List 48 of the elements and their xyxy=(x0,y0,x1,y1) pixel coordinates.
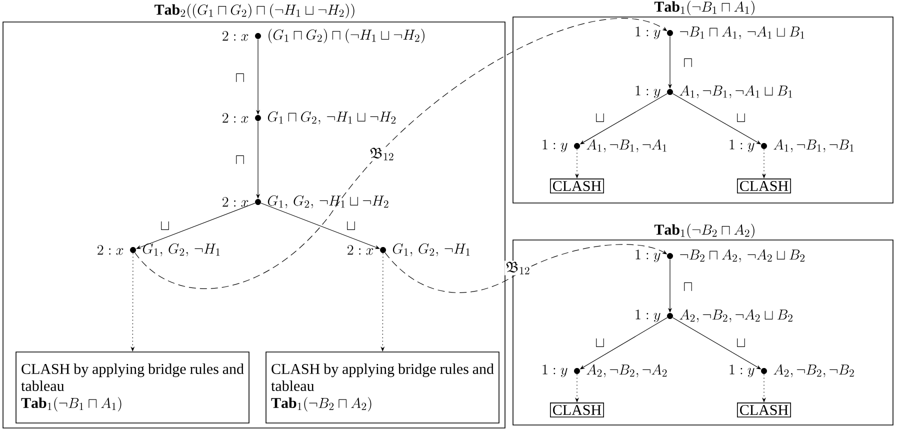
world-label: $2:x$ xyxy=(98,245,124,255)
world-label: $2:x$ xyxy=(348,245,374,255)
formula-label: $G_1,\,G_2,\,\neg H_1\sqcup\neg H_2$ xyxy=(268,195,388,208)
edge-label: $\sqcup$ xyxy=(594,338,606,348)
formula-label: $G_1,\,G_2,\,\neg H_1$ xyxy=(142,243,220,256)
world-label: $1:y$ xyxy=(730,140,754,152)
edge-label: $\sqcap$ xyxy=(682,282,694,292)
formula-label: $A_2,\neg B_2,\neg A_2$ xyxy=(586,364,667,378)
formula-label: $A_1,\neg B_1,\neg A_1$ xyxy=(586,139,666,152)
edge-label: $\sqcap$ xyxy=(234,155,246,165)
edge-label: $\sqcup$ xyxy=(345,221,357,231)
world-label: $2:x$ xyxy=(222,197,248,207)
formula-label: $A_1,\neg B_1,\neg A_1\sqcup B_1$ xyxy=(680,85,792,98)
arrow xyxy=(136,202,256,249)
world-label: $1:y$ xyxy=(636,250,660,262)
edge-label: $\mathfrak{B}_{12}$ xyxy=(368,146,396,162)
world-label: $1:y$ xyxy=(542,140,568,152)
edge-label: $\sqcup$ xyxy=(735,113,747,123)
clash-box: CLASH xyxy=(550,178,604,194)
formula-label: $\neg B_1\sqcap A_1,\,\neg A_1\sqcup B_1$ xyxy=(680,26,804,40)
tableau-heading: $\mathbf{Tab}_1(\neg B_2\sqcap A_2)$ xyxy=(654,224,754,238)
clash-box: CLASH by applying bridge rules and tableau $\mathbf{Tab}_1(\neg B_2\sqcap A_2)$ xyxy=(266,352,500,424)
formula-label: $\neg B_2\sqcap A_2,\,\neg A_2\sqcup B_2$ xyxy=(680,249,804,262)
world-label: $1:y$ xyxy=(636,86,660,98)
world-label: $1:y$ xyxy=(542,364,568,378)
edge-label: $\sqcap$ xyxy=(682,58,694,68)
world-label: $1:y$ xyxy=(730,364,754,378)
edge-label: $\sqcap$ xyxy=(234,73,246,83)
world-label: $1:y$ xyxy=(636,26,660,40)
clash-box: CLASH xyxy=(737,178,791,194)
world-label: $2:x$ xyxy=(222,113,248,123)
tableau-heading: $\mathbf{Tab}_1(\neg B_1\sqcap A_1)$ xyxy=(654,0,754,16)
formula-label: $A_2,\neg B_2,\neg A_2\sqcup B_2$ xyxy=(680,309,792,322)
world-label: $1:y$ xyxy=(636,310,660,322)
formula-label: $(G_1\sqcap G_2)\sqcap(\neg H_1\sqcup\neg H_2)$ xyxy=(268,28,424,44)
clash-box: CLASH xyxy=(737,402,791,418)
clash-box: CLASH by applying bridge rules and tableau $\mathbf{Tab}_1(\neg B_1\sqcap A_1)$ xyxy=(16,352,250,424)
edge-label: $\sqcup$ xyxy=(594,113,606,123)
formula-label: $A_1,\neg B_1,\neg B_1$ xyxy=(774,139,854,152)
tableau-heading: $\mathbf{Tab}_2((G_1\sqcap G_2)\sqcap(\neg H_1\sqcup\neg H_2))$ xyxy=(154,4,354,18)
formula-label: $A_2,\neg B_2,\neg B_2$ xyxy=(774,364,854,378)
edge-label: $\sqcup$ xyxy=(159,221,171,231)
formula-label: $G_1,\,G_2,\,\neg H_1$ xyxy=(392,243,470,256)
formula-label: $G_1\sqcap G_2,\,\neg H_1\sqcup\neg H_2$ xyxy=(268,111,396,124)
world-label: $2:x$ xyxy=(222,31,248,41)
edge-label: $\mathfrak{B}_{12}$ xyxy=(504,260,532,276)
clash-box: CLASH xyxy=(550,402,604,418)
edge-label: $\sqcup$ xyxy=(735,338,747,348)
